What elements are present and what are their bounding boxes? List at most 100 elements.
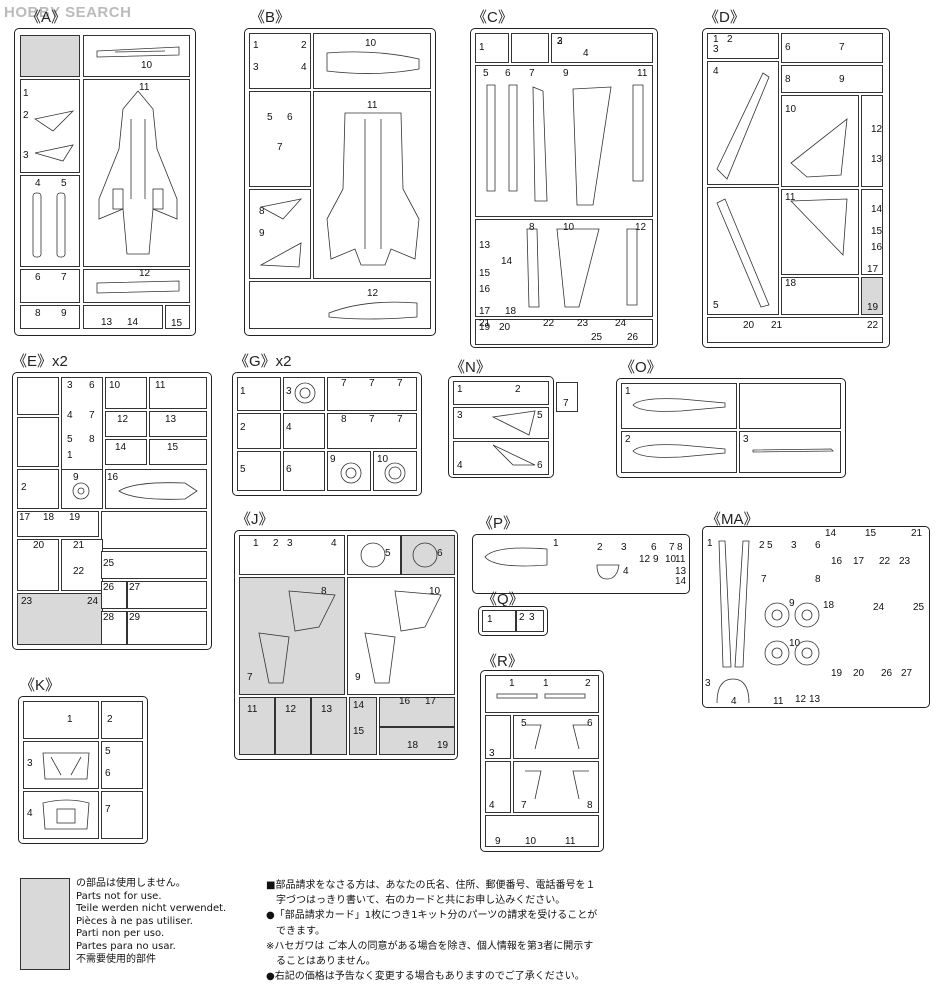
part-cell <box>551 33 653 63</box>
part-number: 8 <box>587 800 593 811</box>
part-number: 5 <box>713 300 719 311</box>
part-number: 3 <box>23 150 29 161</box>
part-number: 20 <box>33 540 45 551</box>
nose-drawing <box>328 301 418 320</box>
part-number: 4 <box>67 410 73 421</box>
part-number: 6 <box>35 272 41 283</box>
part-number: 16 <box>479 284 491 295</box>
part-number: 14 <box>871 204 883 215</box>
part-number: 5 <box>105 746 111 757</box>
fin-drawing <box>33 110 75 162</box>
unused-part-cell <box>239 577 345 695</box>
part-number: 25 <box>913 602 925 613</box>
part-number: 3 <box>557 36 563 47</box>
legend-line: 不需要使用的部件 <box>76 953 156 965</box>
part-cell <box>17 469 59 509</box>
part-number: 11 <box>675 554 686 565</box>
sprue-r-title: 《R》 <box>482 653 523 670</box>
part-number: 6 <box>89 380 95 391</box>
part-cell <box>20 305 80 329</box>
part-cell <box>237 413 281 449</box>
unused-part-cell <box>311 697 347 755</box>
part-cell <box>83 79 190 267</box>
part-number: 6 <box>505 68 511 79</box>
sprue-q-frame: 1 2 3 <box>478 606 548 636</box>
part-number: 11 <box>785 192 796 203</box>
part-cell <box>105 439 147 465</box>
part-cell <box>61 469 103 509</box>
wheel-drawing <box>340 462 362 484</box>
part-number: 1 <box>253 538 259 549</box>
sprue-ma-title: 《MA》 <box>706 511 759 528</box>
part-number: 9 <box>495 836 501 847</box>
part-number: 10 <box>525 836 537 847</box>
part-cell <box>23 701 99 739</box>
part-number: 22 <box>867 320 879 331</box>
part-number: 7 <box>369 378 375 389</box>
part-number: 8 <box>529 222 535 233</box>
part-number: 7 <box>89 410 95 421</box>
part-number: 23 <box>21 596 33 607</box>
part-cell <box>707 33 779 59</box>
tail-fin-drawing <box>716 72 770 308</box>
part-number: 13 <box>675 566 687 577</box>
part-number: 1 <box>67 450 73 461</box>
part-number: 6 <box>105 768 111 779</box>
part-number: 22 <box>543 318 555 329</box>
part-cell <box>781 33 883 63</box>
part-number: 11 <box>247 704 258 715</box>
sprue-d-title: 《D》 <box>704 9 745 26</box>
part-number: 3 <box>286 386 292 397</box>
part-number: 20 <box>743 320 755 331</box>
note-line: ることはありません。 <box>266 956 376 968</box>
part-number: 2 <box>557 36 563 47</box>
arch-drawing <box>716 678 750 704</box>
sprue-g-title: 《G》x2 <box>234 353 292 370</box>
part-number: 11 <box>773 696 784 707</box>
part-number: 10 <box>789 638 801 649</box>
part-number: 16 <box>107 472 119 483</box>
part-cell <box>453 407 549 439</box>
part-cell <box>313 91 431 279</box>
part-number: 11 <box>155 380 166 391</box>
part-number: 19 <box>867 302 879 313</box>
part-cell <box>101 581 127 609</box>
part-cell <box>101 791 143 839</box>
part-cell <box>17 417 59 467</box>
part-cell <box>249 189 311 279</box>
part-number: 1 <box>553 538 559 549</box>
part-number: 5 <box>521 718 527 729</box>
part-number: 7 <box>397 414 403 425</box>
part-number: 13 <box>479 240 491 251</box>
part-number: 12 <box>871 124 883 135</box>
part-number: 9 <box>839 74 845 85</box>
part-number: 23 <box>899 556 911 567</box>
fuselage-drawing <box>326 112 420 266</box>
part-number: 12 <box>117 414 129 425</box>
part-number: 9 <box>563 68 569 79</box>
part-number: 8 <box>677 542 683 553</box>
part-cell <box>83 269 190 303</box>
part-number: 18 <box>785 278 797 289</box>
sprue-n-title: 《N》 <box>450 359 491 376</box>
part-number: 12 <box>639 554 651 565</box>
part-number: 6 <box>785 42 791 53</box>
sprue-a-frame: 10 1 2 3 11 4 5 6 7 12 8 9 13 14 15 <box>14 28 196 336</box>
tail-fin-drawing <box>364 590 442 684</box>
part-number: 17 <box>19 512 31 523</box>
part-number: 6 <box>651 542 657 553</box>
part-number: 15 <box>871 226 883 237</box>
sprue-a-title: 《A》 <box>26 9 67 26</box>
part-number: 14 <box>127 317 139 328</box>
part-cell <box>781 189 859 275</box>
sprue-o-frame: 1 2 3 <box>616 378 846 478</box>
part-cell <box>511 33 549 63</box>
sprue-k-title: 《K》 <box>20 677 61 694</box>
part-number: 4 <box>713 66 719 77</box>
part-number: 5 <box>61 178 67 189</box>
part-number: 19 <box>437 740 449 751</box>
part-number: 2 <box>597 542 603 553</box>
part-number: 6 <box>287 112 293 123</box>
landing-gear-drawing <box>525 724 589 750</box>
part-number: 1 <box>713 34 719 45</box>
